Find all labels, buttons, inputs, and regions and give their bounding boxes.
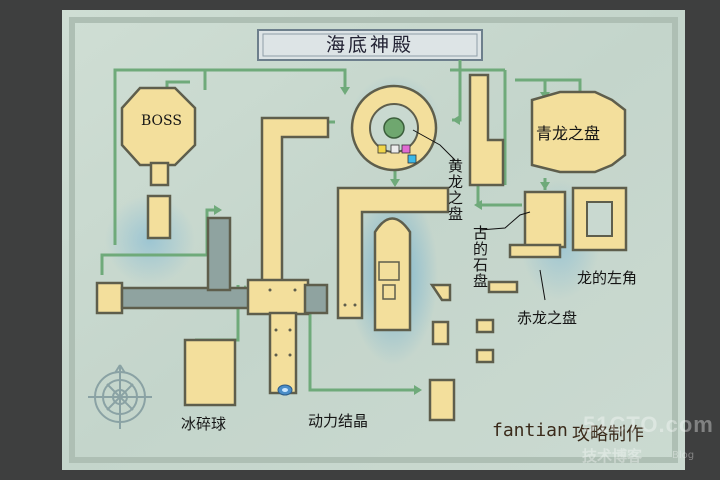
- azure-dragon-plate-label: 青龙之盘: [536, 124, 601, 143]
- small-room-2: [487, 280, 519, 294]
- white-switch-icon: [390, 144, 400, 154]
- yellow-switch-icon: [377, 144, 387, 154]
- horn-room-inner: [586, 201, 613, 237]
- yellow-dragon-pedestal-icon: [383, 117, 405, 139]
- north-tower: [468, 73, 505, 187]
- small-room-1: [429, 283, 452, 302]
- azure-dragon-room: [530, 90, 627, 174]
- southeast-room: [428, 378, 456, 422]
- compass-rose-icon: [88, 364, 152, 429]
- cyan-switch-icon: [407, 154, 417, 164]
- ice-orb-room: [183, 338, 237, 407]
- credit-author: fantian: [492, 420, 568, 441]
- ancient-stone-plate-label: 古的石盘: [471, 225, 489, 289]
- red-dragon-plate-ledge: [508, 243, 562, 259]
- leader-lines: [412, 129, 546, 301]
- watermark-sub: Blog: [672, 450, 695, 461]
- title-banner: [257, 29, 483, 61]
- boss-room: [120, 86, 197, 167]
- magenta-switch-icon: [401, 144, 411, 154]
- central-hall: [336, 186, 450, 320]
- map-title: 海底神殿: [325, 34, 414, 56]
- dragon-left-horn-label: 龙的左角: [577, 269, 638, 287]
- ice-orb-label: 冰碎球: [181, 415, 227, 433]
- west-junction: [246, 278, 310, 316]
- water-glow-left: [105, 195, 195, 285]
- watermark-text: 技术博客: [582, 447, 643, 465]
- red-dragon-plate-label: 赤龙之盘: [517, 309, 578, 327]
- credit-text: 攻略制作: [572, 424, 644, 445]
- power-crystal-label: 动力结晶: [308, 412, 369, 430]
- switch-blocks: [377, 144, 417, 164]
- power-crystal-corridor: [268, 311, 298, 395]
- ship-details: [378, 261, 400, 300]
- ancient-stone-plate-room: [523, 190, 567, 249]
- crystal-icon: [277, 384, 293, 396]
- watermark-site: 51CTO.com: [583, 412, 714, 437]
- small-room-4: [475, 318, 495, 334]
- pillar-dots: [268, 288, 357, 357]
- boss-label: BOSS: [141, 113, 182, 129]
- small-room-5: [475, 348, 495, 364]
- small-room-3: [431, 320, 450, 346]
- yellow-dragon-plate-label: 黄龙之盘: [446, 158, 464, 222]
- map-inner-frame: [69, 17, 678, 463]
- west-room: [95, 281, 124, 315]
- stairs-east: [303, 283, 329, 315]
- boss-corridor: [149, 161, 170, 187]
- stairs-west: [120, 216, 252, 310]
